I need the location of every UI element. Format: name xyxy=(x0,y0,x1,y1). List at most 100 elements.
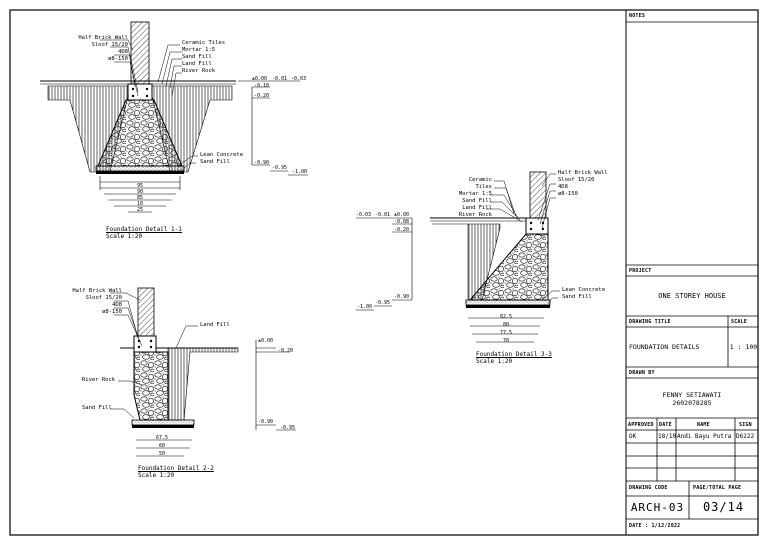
level-2-2: -0.90 xyxy=(258,419,274,425)
drawing-code: ARCH-03 xyxy=(630,501,685,514)
detail-1-base-labels: Lean Concrete Sand Fill xyxy=(200,152,243,166)
detail-1-caption: Foundation Detail 1-1 Scale 1:20 xyxy=(106,226,182,240)
label-sloof-2: Sloof 15/20 xyxy=(85,295,122,301)
dim-4: 25 xyxy=(136,207,144,213)
dim-2-0: 67.5 xyxy=(155,435,169,441)
scale-label: SCALE xyxy=(731,319,748,325)
detail-3-wall-labels: Half Brick Wall Sloof 15/20 4D8 ø8-150 xyxy=(558,170,608,198)
page-label: PAGE/TOTAL PAGE xyxy=(693,485,742,491)
label-land-fill-3: Land Fill xyxy=(462,205,492,211)
level-4: -0.20 xyxy=(254,93,270,99)
detail-1-floor-labels: Ceramic Tiles Mortar 1:5 Sand Fill Land … xyxy=(182,40,225,75)
label-river-rock-3: River Rock xyxy=(458,212,492,218)
label-sand-fill-3: Sand Fill xyxy=(462,198,492,204)
detail-2-wall-labels: Half Brick Wall Sloof 15/20 4D8 ø8-150 xyxy=(60,288,122,316)
title-block-grid xyxy=(626,21,758,520)
dim-3-3: 70 xyxy=(502,338,510,344)
label-lean-concrete: Lean Concrete xyxy=(200,152,244,158)
label-river-rock-2: River Rock xyxy=(82,377,116,383)
label-stirrup-3: ø8-150 xyxy=(558,191,578,197)
label-ceramic-tiles: Ceramic Tiles xyxy=(182,40,226,46)
detail-3-base-labels: Lean Concrete Sand Fill xyxy=(562,287,605,301)
drawing-code-label: DRAWING CODE xyxy=(629,485,668,491)
level-2-3: -0.95 xyxy=(280,425,296,431)
detail-2-caption: Foundation Detail 2-2 Scale 1:20 xyxy=(138,465,214,479)
drawn-by-block: FENNY SETIAWATI 2602078285 xyxy=(626,391,758,407)
level-6: -0.95 xyxy=(272,165,288,171)
foundation-detail-3-3 xyxy=(356,171,560,343)
label-mortar: Mortar 1:5 xyxy=(182,47,216,53)
label-land-fill-2: Land Fill xyxy=(200,322,230,328)
level-1: -0.01 xyxy=(272,76,288,82)
drawing-title-label: DRAWING TITLE xyxy=(629,319,671,325)
dim-1: 90 xyxy=(136,189,144,195)
dim-0: 95 xyxy=(136,183,144,189)
label-river-rock: River Rock xyxy=(182,68,216,74)
label-stirrup-2: ø8-150 xyxy=(102,309,122,315)
level-2: -0.03 xyxy=(291,76,307,82)
approval-date: 18/10 xyxy=(658,433,677,440)
dim-3-2: 77.5 xyxy=(499,330,513,336)
detail-1-wall-labels: Half Brick Wall Sloof 15/20 4D8 ø8-150 xyxy=(58,35,128,63)
drawn-by-id: 2602078285 xyxy=(672,399,712,407)
detail-3-dims: 82.5 80 77.5 70 xyxy=(494,313,518,345)
detail-3-caption: Foundation Detail 3-3 Scale 1:20 xyxy=(476,351,552,365)
foundation-detail-2-2 xyxy=(110,287,296,457)
detail-2-dims: 67.5 60 50 xyxy=(152,434,172,458)
level-2-0: ±0.00 xyxy=(258,338,274,344)
label-4d8-2: 4D8 xyxy=(112,302,122,308)
level-3: -0.10 xyxy=(254,83,270,89)
approval-name: Andi Bayu Putra xyxy=(677,433,732,440)
level-3-7: -1.00 xyxy=(357,304,373,310)
label-half-brick-wall-3: Half Brick Wall xyxy=(558,170,608,176)
approval-header-1: DATE xyxy=(659,422,672,428)
drawn-by-label: DRAWN BY xyxy=(629,370,655,376)
label-sand-fill-2: Sand Fill xyxy=(82,405,112,411)
dim-2-2: 50 xyxy=(158,451,166,457)
label-4d8: 4D8 xyxy=(118,49,128,55)
caption-title-2: Foundation Detail 2-2 xyxy=(138,465,214,472)
page-number: 03/14 xyxy=(702,500,745,514)
approval-sign: D6222 xyxy=(736,433,755,440)
detail-3-floor-labels: Ceramic Tiles Mortar 1:5 Sand Fill Land … xyxy=(450,177,492,219)
label-mortar-3: Mortar 1:5 xyxy=(458,191,492,197)
level-3-5: -0.90 xyxy=(394,294,410,300)
label-sand-fill-base: Sand Fill xyxy=(200,159,230,165)
detail-1-dims: 95 90 85 10 25 xyxy=(134,183,146,213)
label-4d8-3: 4D8 xyxy=(558,184,568,190)
project-label: PROJECT xyxy=(629,268,652,274)
level-3-2: ±0.00 xyxy=(394,212,410,218)
label-ceramic-tiles-3: Ceramic Tiles xyxy=(468,177,492,190)
dim-3-0: 82.5 xyxy=(499,314,513,320)
caption-scale: Scale 1:20 xyxy=(106,233,143,240)
dim-2-1: 60 xyxy=(158,443,166,449)
caption-title-3: Foundation Detail 3-3 xyxy=(476,351,552,358)
level-3-1: -0.01 xyxy=(375,212,391,218)
approval-header-0: APPROVED xyxy=(628,422,654,428)
label-half-brick-wall: Half Brick Wall xyxy=(78,35,128,41)
label-sand-fill: Sand Fill xyxy=(182,54,212,60)
label-lean-concrete-3: Lean Concrete xyxy=(562,287,606,293)
approval-header-2: NAME xyxy=(697,422,710,428)
caption-scale-2: Scale 1:20 xyxy=(138,472,175,479)
label-sand-fill-base-3: Sand Fill xyxy=(562,294,592,300)
approval-header-3: SIGN xyxy=(739,422,752,428)
label-sloof-3: Sloof 15/20 xyxy=(558,177,595,183)
level-5: -0.90 xyxy=(254,160,270,166)
label-half-brick-wall-2: Half Brick Wall xyxy=(72,288,122,294)
date-stamp: DATE : 1/12/2022 xyxy=(629,523,681,529)
level-7: -1.00 xyxy=(292,169,308,175)
level-2-1: -0.20 xyxy=(278,348,294,354)
caption-title: Foundation Detail 1-1 xyxy=(106,226,182,233)
notes-label: NOTES xyxy=(629,13,646,19)
drawn-by-name: FENNY SETIAWATI xyxy=(662,391,722,399)
caption-scale-3: Scale 1:20 xyxy=(476,358,513,365)
label-land-fill: Land Fill xyxy=(182,61,212,67)
level-3-0: -0.03 xyxy=(356,212,372,218)
dim-3: 10 xyxy=(136,201,144,207)
level-3-6: -0.95 xyxy=(375,300,391,306)
scale-value: 1 : 100 xyxy=(729,343,758,351)
approval-status: OK xyxy=(629,433,637,440)
dim-3-1: 80 xyxy=(502,322,510,328)
